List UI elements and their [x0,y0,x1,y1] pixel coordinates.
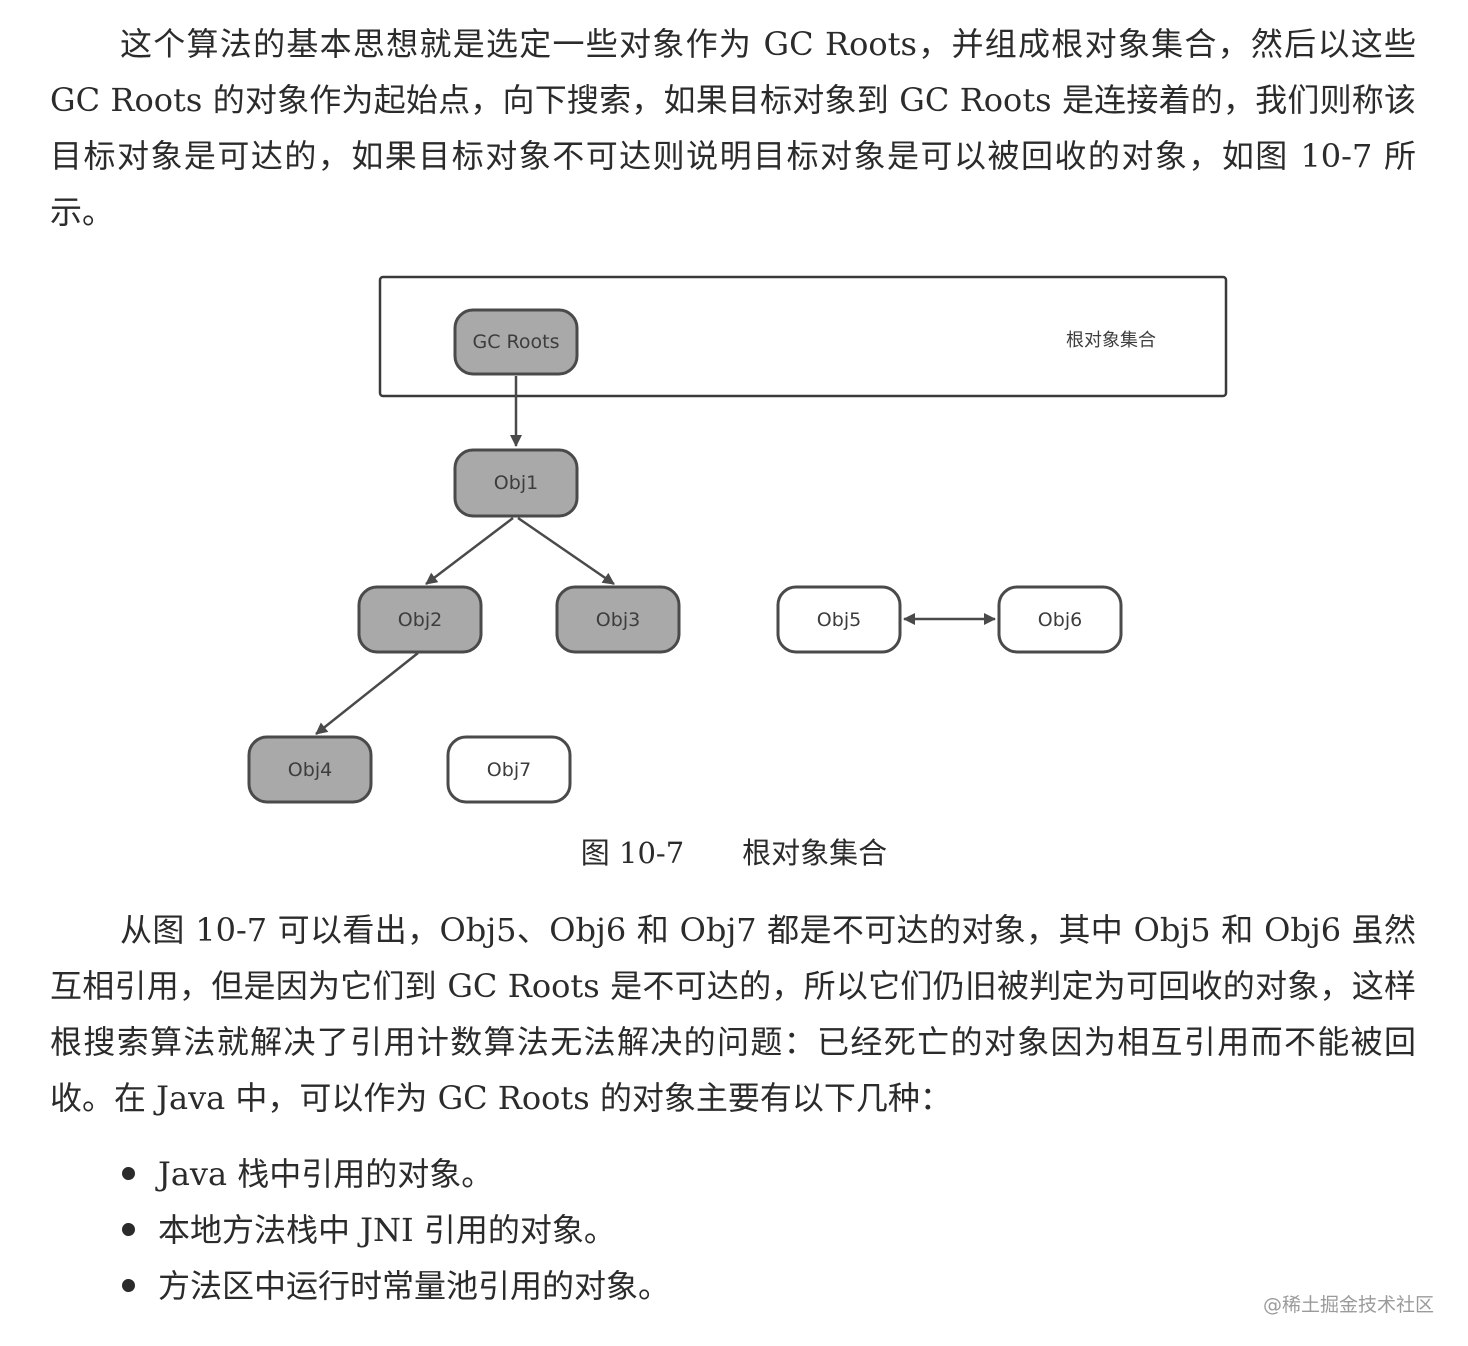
gc-roots-diagram: 根对象集合 GC Roots Obj1 Obj2 Obj3 Obj4 Obj5 … [247,275,1228,804]
node-gc-roots: GC Roots [453,308,579,376]
svg-text:Obj3: Obj3 [596,609,640,631]
svg-text:Obj5: Obj5 [817,609,861,631]
node-obj7: Obj7 [446,735,572,804]
gc-roots-list: Java 栈中引用的对象。 本地方法栈中 JNI 引用的对象。 方法区中运行时常… [120,1146,670,1314]
svg-text:Obj6: Obj6 [1038,609,1082,631]
root-set-frame [378,275,1228,398]
node-obj2: Obj2 [357,585,483,654]
node-obj3: Obj3 [555,585,681,654]
node-obj4: Obj4 [247,735,373,804]
node-obj5: Obj5 [776,585,902,654]
explanation-paragraph: 从图 10-7 可以看出，Obj5、Obj6 和 Obj7 都是不可达的对象，其… [50,911,1416,1117]
svg-text:Obj2: Obj2 [398,609,442,631]
list-item: 本地方法栈中 JNI 引用的对象。 [120,1202,670,1258]
edge-obj2-obj4 [315,652,419,735]
edge-obj1-obj3 [517,516,615,586]
list-item: Java 栈中引用的对象。 [120,1146,670,1202]
watermark: @稀土掘金技术社区 [1262,1294,1434,1316]
node-obj6: Obj6 [997,585,1123,654]
list-item: 方法区中运行时常量池引用的对象。 [120,1258,670,1314]
intro-paragraph: 这个算法的基本思想就是选定一些对象作为 GC Roots，并组成根对象集合，然后… [50,25,1416,231]
edge-obj1-obj2 [425,517,514,585]
svg-text:Obj7: Obj7 [487,759,531,781]
svg-text:Obj1: Obj1 [494,472,538,494]
node-obj1: Obj1 [453,448,579,518]
caption-number: 图 10-7 [580,836,685,870]
root-set-label: 根对象集合 [1066,330,1156,351]
svg-text:Obj4: Obj4 [288,759,332,781]
svg-text:GC Roots: GC Roots [473,331,560,353]
figure-caption: 图 10-7 根对象集合 [0,830,1468,876]
caption-title: 根对象集合 [742,836,888,870]
